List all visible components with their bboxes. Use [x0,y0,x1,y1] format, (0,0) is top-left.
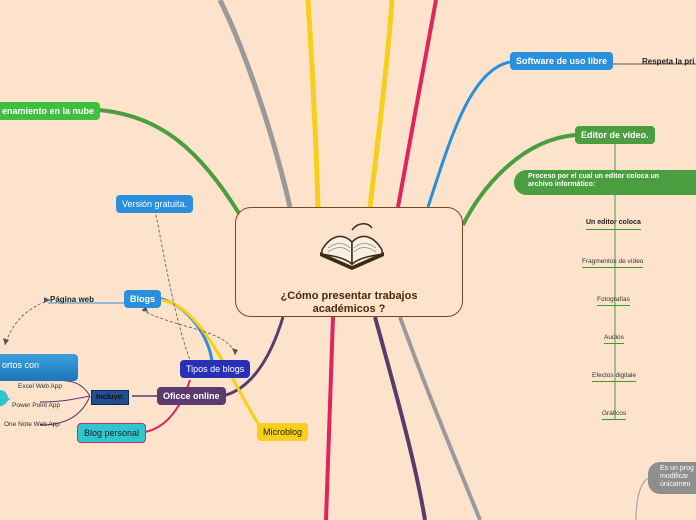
node-respeta[interactable]: Respeta la pri [642,57,695,66]
node-almacenamiento[interactable]: enamiento en la nube [0,102,101,121]
node-microblog[interactable]: Microblog [257,423,309,442]
node-efectos[interactable]: Efectos digitale [592,372,637,383]
node-excel[interactable]: Excel Web App [18,383,62,390]
central-title-line2: académicos ? [312,303,386,316]
node-incluye[interactable]: Incluye: [91,390,130,405]
arrowhead-pagina-web [44,297,50,303]
node-editor-video[interactable]: Editor de vídeo. [575,126,655,145]
branch-yellow-microblog [157,298,264,431]
connector-es-un-prog [635,477,651,520]
node-blog-personal[interactable]: Blog personal [77,423,147,444]
arrowhead-cortos [3,338,9,345]
node-pagina-web[interactable]: Página web [50,295,95,304]
node-tipos-blogs[interactable]: Tipos de blogs [180,360,251,379]
node-teal-stub[interactable] [0,390,8,406]
dashed-version-tipos [154,209,191,361]
dashed-pagina-cortos [4,299,51,346]
node-cortos[interactable]: ortos con [0,354,78,381]
branch-gray-bottom [398,316,482,520]
branch-green-editor [461,133,576,226]
node-fotografias[interactable]: Fotografías [597,296,630,307]
node-fragmentos[interactable]: Fragmentos de vídeo [582,258,644,269]
node-blogs[interactable]: Blogs [124,290,162,309]
branch-purple-office [221,316,285,398]
branch-gray-top [217,0,293,208]
node-un-editor[interactable]: Un editor coloca [586,219,641,231]
arrowhead-tipos [232,348,238,355]
central-title-line1: ¿Cómo presentar trabajos [280,290,418,302]
branch-blue-software [426,60,511,208]
branch-green-almacenamiento [97,108,242,217]
dashed-blogs-tipos [141,309,236,356]
node-audios[interactable]: Audios [604,334,624,345]
node-graficos[interactable]: Gráficos [602,410,627,421]
node-version-gratuita[interactable]: Versión gratuita. [116,195,194,214]
node-proceso[interactable]: Proceso por el cual un editor coloca un … [514,170,696,195]
branch-purple-bottom [373,316,427,520]
branch-yellow-top [305,0,321,208]
branch-yellow-top-2 [367,0,395,208]
central-topic[interactable]: ¿Cómo presentar trabajos académicos ? [235,207,463,317]
node-software-libre[interactable]: Software de uso libre [510,52,614,71]
node-office-online[interactable]: Oficce online [157,387,226,406]
central-title: ¿Cómo presentar trabajos académicos ? [236,290,462,316]
node-onenote[interactable]: One Note Web App [4,421,60,428]
branch-crimson-top [396,0,438,208]
node-powerpoint[interactable]: Power Point App [12,402,61,409]
branch-crimson-bottom [324,316,335,520]
node-es-un-prog[interactable]: Es un prog modificar únicamen [648,462,696,494]
open-book-icon [320,223,384,270]
